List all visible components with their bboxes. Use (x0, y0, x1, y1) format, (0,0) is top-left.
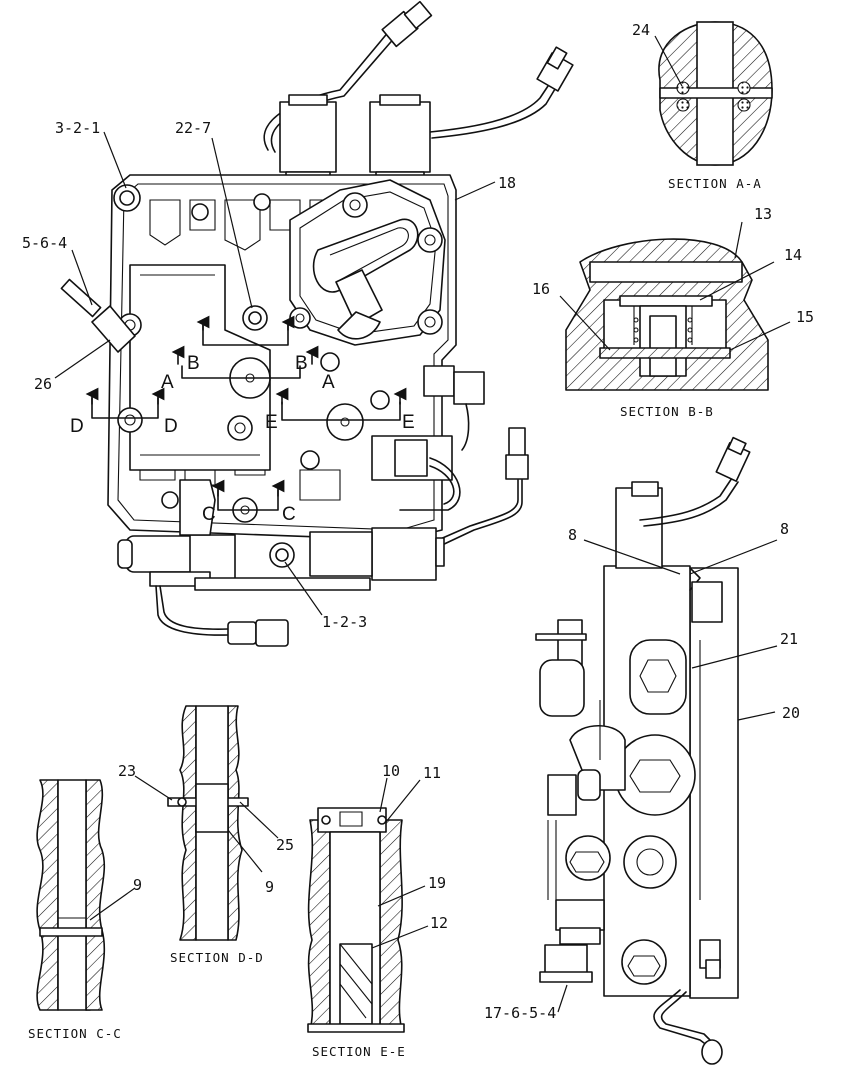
cut-mark-b-right: B (295, 353, 308, 374)
callout-19: 19 (428, 874, 446, 892)
section-title-d-d: SECTION D-D (170, 950, 264, 965)
cut-mark-e-left: E (265, 412, 278, 433)
cut-mark-c-right: C (282, 504, 296, 525)
callout-12: 12 (430, 914, 448, 932)
callout-17-6-5-4: 17-6-5-4 (484, 1004, 556, 1022)
callout-14: 14 (784, 246, 802, 264)
section-title-b-b: SECTION B-B (620, 404, 714, 419)
callout-10: 10 (382, 762, 400, 780)
callout-20: 20 (782, 704, 800, 722)
callout-15: 15 (796, 308, 814, 326)
section-b-b-view (565, 238, 769, 391)
valve-body-top-view (60, 0, 574, 647)
callout-labels: 3-2-1 22-7 18 5-6-4 26 1-2-3 24 13 14 16… (22, 21, 814, 1022)
callout-8-right: 8 (780, 520, 789, 538)
section-e-e-view (307, 807, 405, 1033)
callout-16: 16 (532, 280, 550, 298)
cut-mark-d-left: D (70, 416, 84, 437)
cut-mark-a-left: A (161, 372, 174, 393)
callout-9-section-c: 9 (133, 876, 142, 894)
callout-24: 24 (632, 21, 650, 39)
cut-mark-c-left: C (202, 504, 216, 525)
callout-23: 23 (118, 762, 136, 780)
cut-mark-e-right: E (402, 412, 415, 433)
section-c-c-view (36, 779, 106, 1011)
callout-3-2-1: 3-2-1 (55, 119, 100, 137)
section-title-a-a: SECTION A-A (668, 176, 762, 191)
callout-1-2-3: 1-2-3 (322, 613, 367, 631)
cut-mark-d-right: D (164, 416, 178, 437)
cut-mark-a-right: A (322, 372, 335, 393)
callout-13: 13 (754, 205, 772, 223)
callout-9-section-d: 9 (265, 878, 274, 896)
callout-26: 26 (34, 375, 52, 393)
valve-body-side-view (535, 436, 751, 1065)
callout-8-left: 8 (568, 526, 577, 544)
callout-21: 21 (780, 630, 798, 648)
section-cut-letters: B B A A D D E E C C (70, 353, 415, 525)
section-title-e-e: SECTION E-E (312, 1044, 406, 1059)
section-titles: SECTION A-A SECTION B-B SECTION C-C SECT… (28, 176, 762, 1059)
section-title-c-c: SECTION C-C (28, 1026, 122, 1041)
callout-11: 11 (423, 764, 441, 782)
leader-lines (54, 35, 791, 1013)
cut-mark-b-left: B (187, 353, 200, 374)
callout-25: 25 (276, 836, 294, 854)
callout-5-6-4: 5-6-4 (22, 234, 67, 252)
section-a-a-view (658, 21, 773, 166)
section-d-d-view (167, 705, 249, 941)
callout-22-7: 22-7 (175, 119, 211, 137)
callout-18: 18 (498, 174, 516, 192)
